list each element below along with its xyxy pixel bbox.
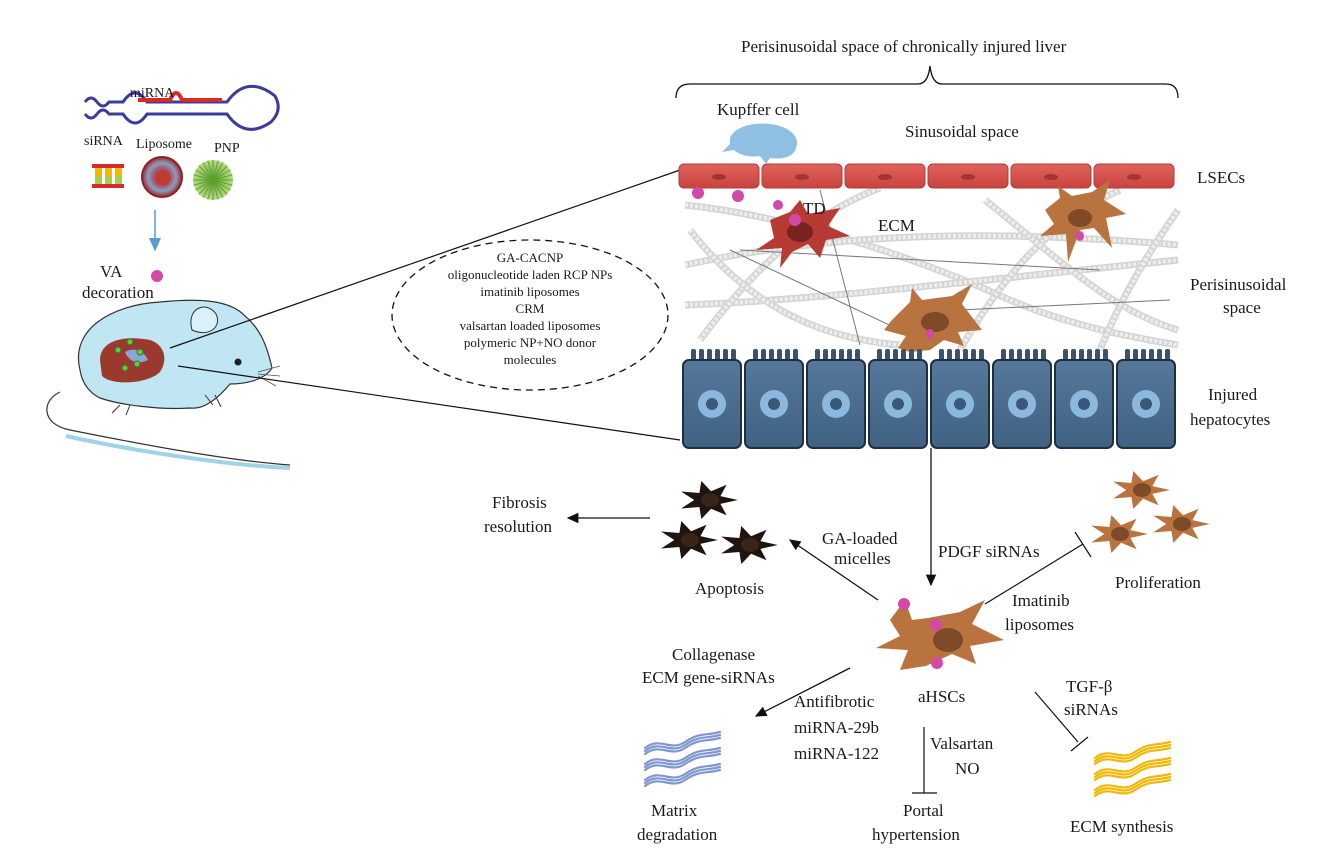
hepatocyte-cell xyxy=(806,349,866,449)
decoration-label: decoration xyxy=(82,283,154,302)
hsc-cell-icon xyxy=(1040,180,1126,262)
hepatocyte-cell xyxy=(992,349,1052,449)
proliferating-cells-icon xyxy=(1091,471,1210,553)
hepatocyte-cell xyxy=(682,349,742,449)
ecm-sirna-label: ECM gene-siRNAs xyxy=(642,668,775,687)
ecm-synthesis-label: ECM synthesis xyxy=(1070,817,1173,836)
td-cell-icon xyxy=(756,198,850,268)
proliferation-inhibit-line xyxy=(984,543,1084,605)
zoom-line-top xyxy=(169,169,681,349)
ahsc-cell-icon xyxy=(876,596,1004,670)
matrix-fibers-icon xyxy=(643,730,722,788)
nanoparticle-ellipse xyxy=(391,239,669,391)
nanoparticle-list-item: imatinib liposomes xyxy=(480,284,579,299)
title-label: Perisinusoidal space of chronically inju… xyxy=(741,37,1067,56)
no-label: NO xyxy=(955,759,980,778)
nanoparticle-list-item: molecules xyxy=(504,352,557,367)
matrix-degradation-arrow xyxy=(754,667,851,717)
perisinusoidal-label-1: Perisinusoidal xyxy=(1190,275,1287,294)
liposome-label: Liposome xyxy=(136,137,192,152)
ahscs-label: aHSCs xyxy=(918,687,965,706)
ecm-synthesis-fibers-icon xyxy=(1093,740,1172,798)
mouse-illustration xyxy=(46,299,291,470)
apoptosis-label: Apoptosis xyxy=(695,579,764,598)
mirna-29b-label: miRNA-29b xyxy=(794,718,879,737)
hepatocyte-cell xyxy=(1116,349,1176,449)
fibrosis-label: Fibrosis xyxy=(492,493,547,512)
hepatocyte-cell xyxy=(868,349,928,449)
hepatocyte-cell xyxy=(1054,349,1114,449)
hsc-cell-icon xyxy=(884,284,982,352)
resolution-label: resolution xyxy=(484,517,552,536)
va-label: VA xyxy=(100,262,123,281)
ga-micelles-label-1: GA-loaded xyxy=(822,529,898,548)
hepatocyte-cell xyxy=(930,349,990,449)
tgf-label: TGF-β xyxy=(1066,677,1112,696)
sinusoidal-label: Sinusoidal space xyxy=(905,122,1019,141)
mirna-hairpin-icon xyxy=(83,85,280,131)
liposome-icon xyxy=(141,156,183,198)
va-dots xyxy=(692,187,744,202)
lsecs-label: LSECs xyxy=(1197,168,1245,187)
mirna-label: miRNA xyxy=(130,86,175,101)
imatinib-label-1: Imatinib xyxy=(1012,591,1070,610)
proliferation-label: Proliferation xyxy=(1115,573,1201,592)
pnp-label: PNP xyxy=(214,141,240,156)
degradation-label: degradation xyxy=(637,825,718,844)
sirna-icon xyxy=(92,164,124,188)
nanoparticle-list: GA-CACNP oligonucleotide laden RCP NPs ima… xyxy=(448,250,613,367)
td-label: TD xyxy=(803,199,826,218)
ecm-inhibit-line xyxy=(1034,691,1079,743)
pnp-icon xyxy=(193,160,233,200)
antifibrotic-label: Antifibrotic xyxy=(794,692,875,711)
ecm-label: ECM xyxy=(878,216,915,235)
kupffer-cell-icon xyxy=(722,123,798,164)
ecm-inhibit-bar xyxy=(1070,736,1089,752)
nanoparticle-list-item: polymeric NP+NO donor xyxy=(464,335,597,350)
sirna-label: siRNA xyxy=(84,134,124,149)
portal-label: Portal xyxy=(903,801,944,820)
imatinib-label-2: liposomes xyxy=(1005,615,1074,634)
kupffer-label: Kupffer cell xyxy=(717,100,800,119)
mirna-122-label: miRNA-122 xyxy=(794,744,879,763)
matrix-label: Matrix xyxy=(651,801,698,820)
hepatocyte-row xyxy=(682,349,1176,449)
hepatocytes-label-1: Injured xyxy=(1208,385,1258,404)
collagenase-label: Collagenase xyxy=(672,645,755,664)
nanoparticle-list-item: CRM xyxy=(516,301,545,316)
hypertension-label: hypertension xyxy=(872,825,960,844)
pdgf-label: PDGF siRNAs xyxy=(938,542,1040,561)
ga-micelles-label-2: micelles xyxy=(834,549,891,568)
valsartan-label: Valsartan xyxy=(930,734,994,753)
va-dot-icon xyxy=(151,270,163,282)
zoom-line-bottom xyxy=(177,365,681,441)
nanoparticle-list-item: valsartan loaded liposomes xyxy=(460,318,601,333)
proliferation-inhibit-bar xyxy=(1074,531,1092,558)
perisinusoidal-label-2: space xyxy=(1223,298,1261,317)
hepatocyte-cell xyxy=(744,349,804,449)
nanoparticle-list-item: oligonucleotide laden RCP NPs xyxy=(448,267,613,282)
tgf-sirna-label: siRNAs xyxy=(1064,700,1118,719)
nanoparticle-list-item: GA-CACNP xyxy=(497,250,563,265)
lsec-row xyxy=(678,163,1175,189)
apoptotic-cells-icon xyxy=(661,481,778,564)
title-bracket xyxy=(675,65,1179,99)
apoptosis-arrow xyxy=(788,539,879,601)
hepatocytes-label-2: hepatocytes xyxy=(1190,410,1270,429)
